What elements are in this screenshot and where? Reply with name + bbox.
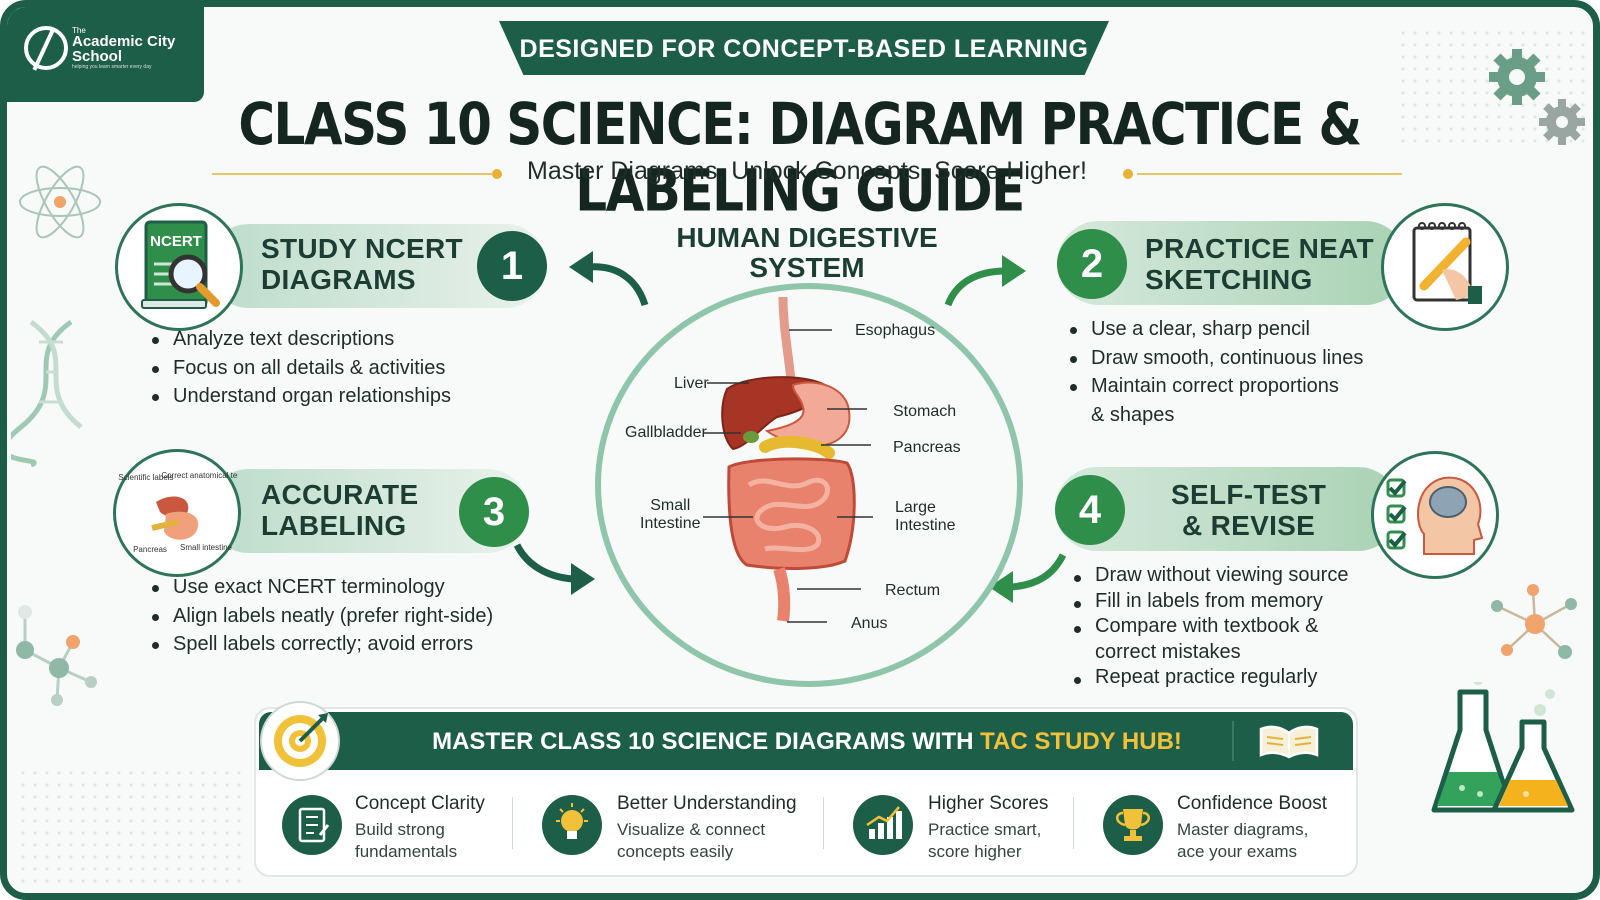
list-item: Align labels neatly (prefer right-side): [149, 602, 493, 631]
step-2-number: 2: [1057, 229, 1127, 299]
pencil-notepad-icon: [1381, 203, 1509, 331]
list-item: Compare with textbook &: [1071, 614, 1348, 640]
list-item: Use a clear, sharp pencil: [1067, 315, 1363, 344]
list-item: Spell labels correctly; avoid errors: [149, 630, 493, 659]
checklist-icon: [282, 795, 342, 855]
list-item: Repeat practice regularly: [1071, 665, 1348, 691]
label-esophagus: Esophagus: [855, 322, 936, 339]
gear-icon: [1489, 49, 1585, 145]
feature-divider: [1073, 797, 1074, 849]
bar-chart-icon: [853, 795, 913, 855]
label-anus: Anus: [851, 615, 888, 632]
digestive-system-illustration[interactable]: [707, 297, 907, 637]
icon-label-scientific: Scientific labels: [118, 473, 173, 482]
ncert-icon-text: NCERT: [150, 233, 202, 250]
divider-dot: [492, 169, 502, 179]
feature-title-higher-scores: Higher Scores: [928, 793, 1049, 814]
step-4-title: SELF-TEST& REVISE: [1171, 479, 1327, 541]
feature-title-better-understanding: Better Understanding: [617, 793, 797, 814]
dot-pattern: [17, 767, 247, 887]
bottom-title: MASTER CLASS 10 SCIENCE DIAGRAMS WITH TA…: [432, 728, 1182, 755]
step-2-bullets: Use a clear, sharp pencil Draw smooth, c…: [1067, 315, 1363, 429]
feature-subtitle: Practice smart,score higher: [928, 820, 1042, 861]
lightbulb-icon: [542, 795, 602, 855]
labeled-organ-icon: Scientific labels Correct anatomical ter…: [113, 449, 247, 577]
brain-checklist-icon: [1371, 451, 1499, 579]
atom-icon: [19, 165, 101, 239]
step-1-bullets: Analyze text descriptions Focus on all d…: [149, 325, 451, 411]
arrow-to-diagram-icon: [513, 543, 595, 595]
label-rectum: Rectum: [885, 582, 941, 599]
title-divider-left: [212, 173, 492, 175]
icon-label-correct: Correct anatomical term: [161, 471, 238, 480]
list-item-continuation: correct mistakes: [1095, 640, 1241, 663]
list-item: Understand organ relationships: [149, 382, 451, 411]
list-item: Draw without viewing source: [1071, 563, 1348, 589]
list-item-continuation: & shapes: [1091, 403, 1175, 426]
chemistry-flasks-icon: [1431, 682, 1575, 813]
bottom-header-bar: [259, 712, 1353, 770]
page-subtitle: Master Diagrams, Unlock Concepts, Score …: [527, 157, 1087, 185]
dna-helix-icon: [11, 319, 83, 467]
feature-title-concept-clarity: Concept Clarity: [355, 793, 485, 814]
school-logo[interactable]: The Academic City School helping you lea…: [7, 7, 204, 102]
logo-small-text: The: [72, 26, 86, 35]
icon-label-small-intestine: Small intestine: [180, 543, 233, 552]
step-4-bullets: Draw without viewing source Fill in labe…: [1071, 563, 1348, 691]
target-icon: [260, 701, 340, 781]
list-item: Use exact NCERT terminology: [149, 573, 493, 602]
molecule-icon: [1491, 584, 1577, 659]
feature-divider: [823, 797, 824, 849]
list-item: Fill in labels from memory: [1071, 589, 1348, 615]
open-book-icon: [1259, 725, 1319, 759]
logo-tagline: helping you learn smarter every day: [72, 64, 152, 70]
arrow-from-step-4-icon: [989, 553, 1067, 603]
feature-title-confidence-boost: Confidence Boost: [1177, 793, 1327, 814]
logo-mark-icon: [24, 26, 68, 70]
trophy-icon: [1103, 795, 1163, 855]
feature-divider: [512, 797, 513, 849]
page-title: CLASS 10 SCIENCE: DIAGRAM PRACTICE & LAB…: [238, 91, 1362, 225]
label-pancreas: Pancreas: [893, 439, 961, 456]
book-magnifier-icon: NCERT: [115, 203, 243, 331]
diagram-circle: [595, 283, 1023, 687]
molecule-icon: [16, 605, 97, 706]
arrow-to-step-1-icon: [569, 251, 649, 307]
label-liver: Liver: [674, 375, 709, 392]
list-item: Analyze text descriptions: [149, 325, 451, 354]
step-1-number: 1: [477, 231, 547, 301]
step-3-number: 3: [459, 477, 529, 547]
feature-subtitle: Master diagrams,ace your exams: [1177, 820, 1309, 861]
top-banner: DESIGNED FOR CONCEPT-BASED LEARNING: [499, 21, 1109, 75]
divider-dot: [1123, 169, 1133, 179]
logo-name: Academic City School: [72, 33, 176, 65]
header-separator: [1232, 721, 1234, 761]
list-item: Maintain correct proportions: [1067, 372, 1363, 401]
step-4-number: 4: [1055, 475, 1125, 545]
list-item: Focus on all details & activities: [149, 354, 451, 383]
label-stomach: Stomach: [893, 403, 957, 420]
diagram-leader-lines: [703, 329, 873, 623]
step-3-bullets: Use exact NCERT terminology Align labels…: [149, 573, 493, 659]
icon-label-pancreas: Pancreas: [133, 545, 167, 554]
label-gallbladder: Gallbladder: [625, 424, 707, 441]
list-item: Draw smooth, continuous lines: [1067, 344, 1363, 373]
title-divider-right: [1137, 173, 1402, 175]
arrow-to-step-2-icon: [944, 255, 1026, 307]
